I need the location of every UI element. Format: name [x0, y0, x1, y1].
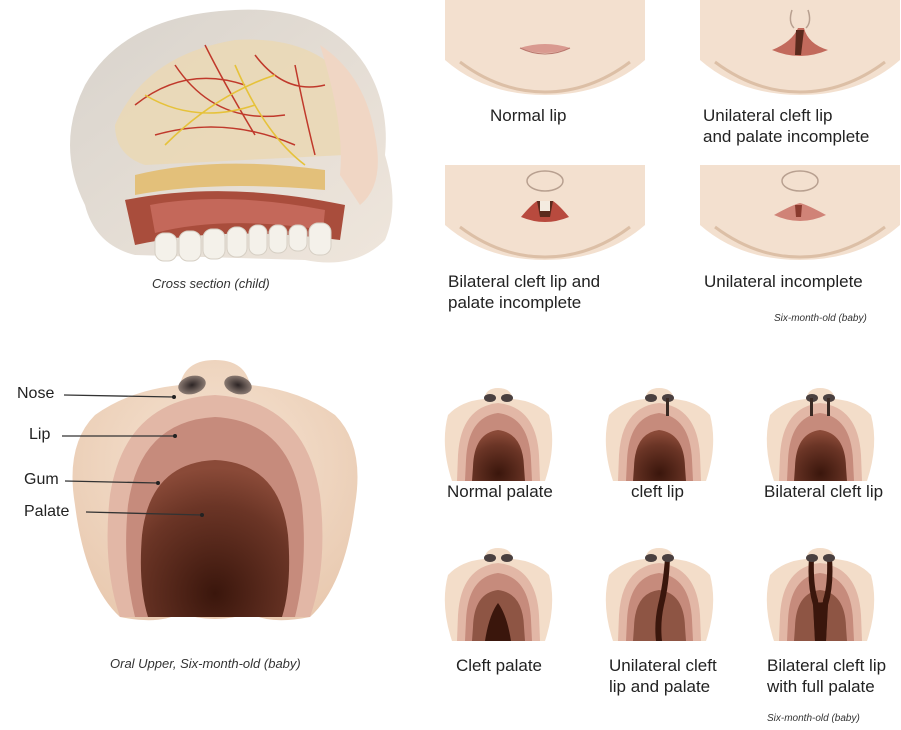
palate-types-age-note: Six-month-old (baby) [767, 713, 860, 724]
bilateral-cleft-lip-palate-illustration [763, 385, 878, 485]
unilateral-cleft-lip-and-palate-label: Unilateral cleft lip and palate [609, 655, 717, 697]
cleft-palate-label: Cleft palate [456, 655, 542, 676]
nose-label: Nose [17, 385, 54, 403]
cleft-palate-illustration [441, 545, 556, 645]
normal-palate-label: Normal palate [447, 481, 553, 502]
palate-label: Palate [24, 503, 69, 521]
gum-label: Gum [24, 471, 59, 489]
bilateral-cleft-lip-label: Bilateral cleft lip [764, 481, 883, 502]
bilateral-cleft-lip-full-palate-illustration [763, 545, 878, 645]
unilateral-cleft-lip-and-palate-illustration [602, 545, 717, 645]
normal-palate-illustration [441, 385, 556, 485]
lip-label: Lip [29, 426, 50, 444]
cleft-lip-label: cleft lip [631, 481, 684, 502]
bilateral-cleft-lip-full-palate-label: Bilateral cleft lip with full palate [767, 655, 886, 697]
cleft-lip-palate-illustration [602, 385, 717, 485]
oral-upper-caption: Oral Upper, Six-month-old (baby) [110, 656, 301, 671]
